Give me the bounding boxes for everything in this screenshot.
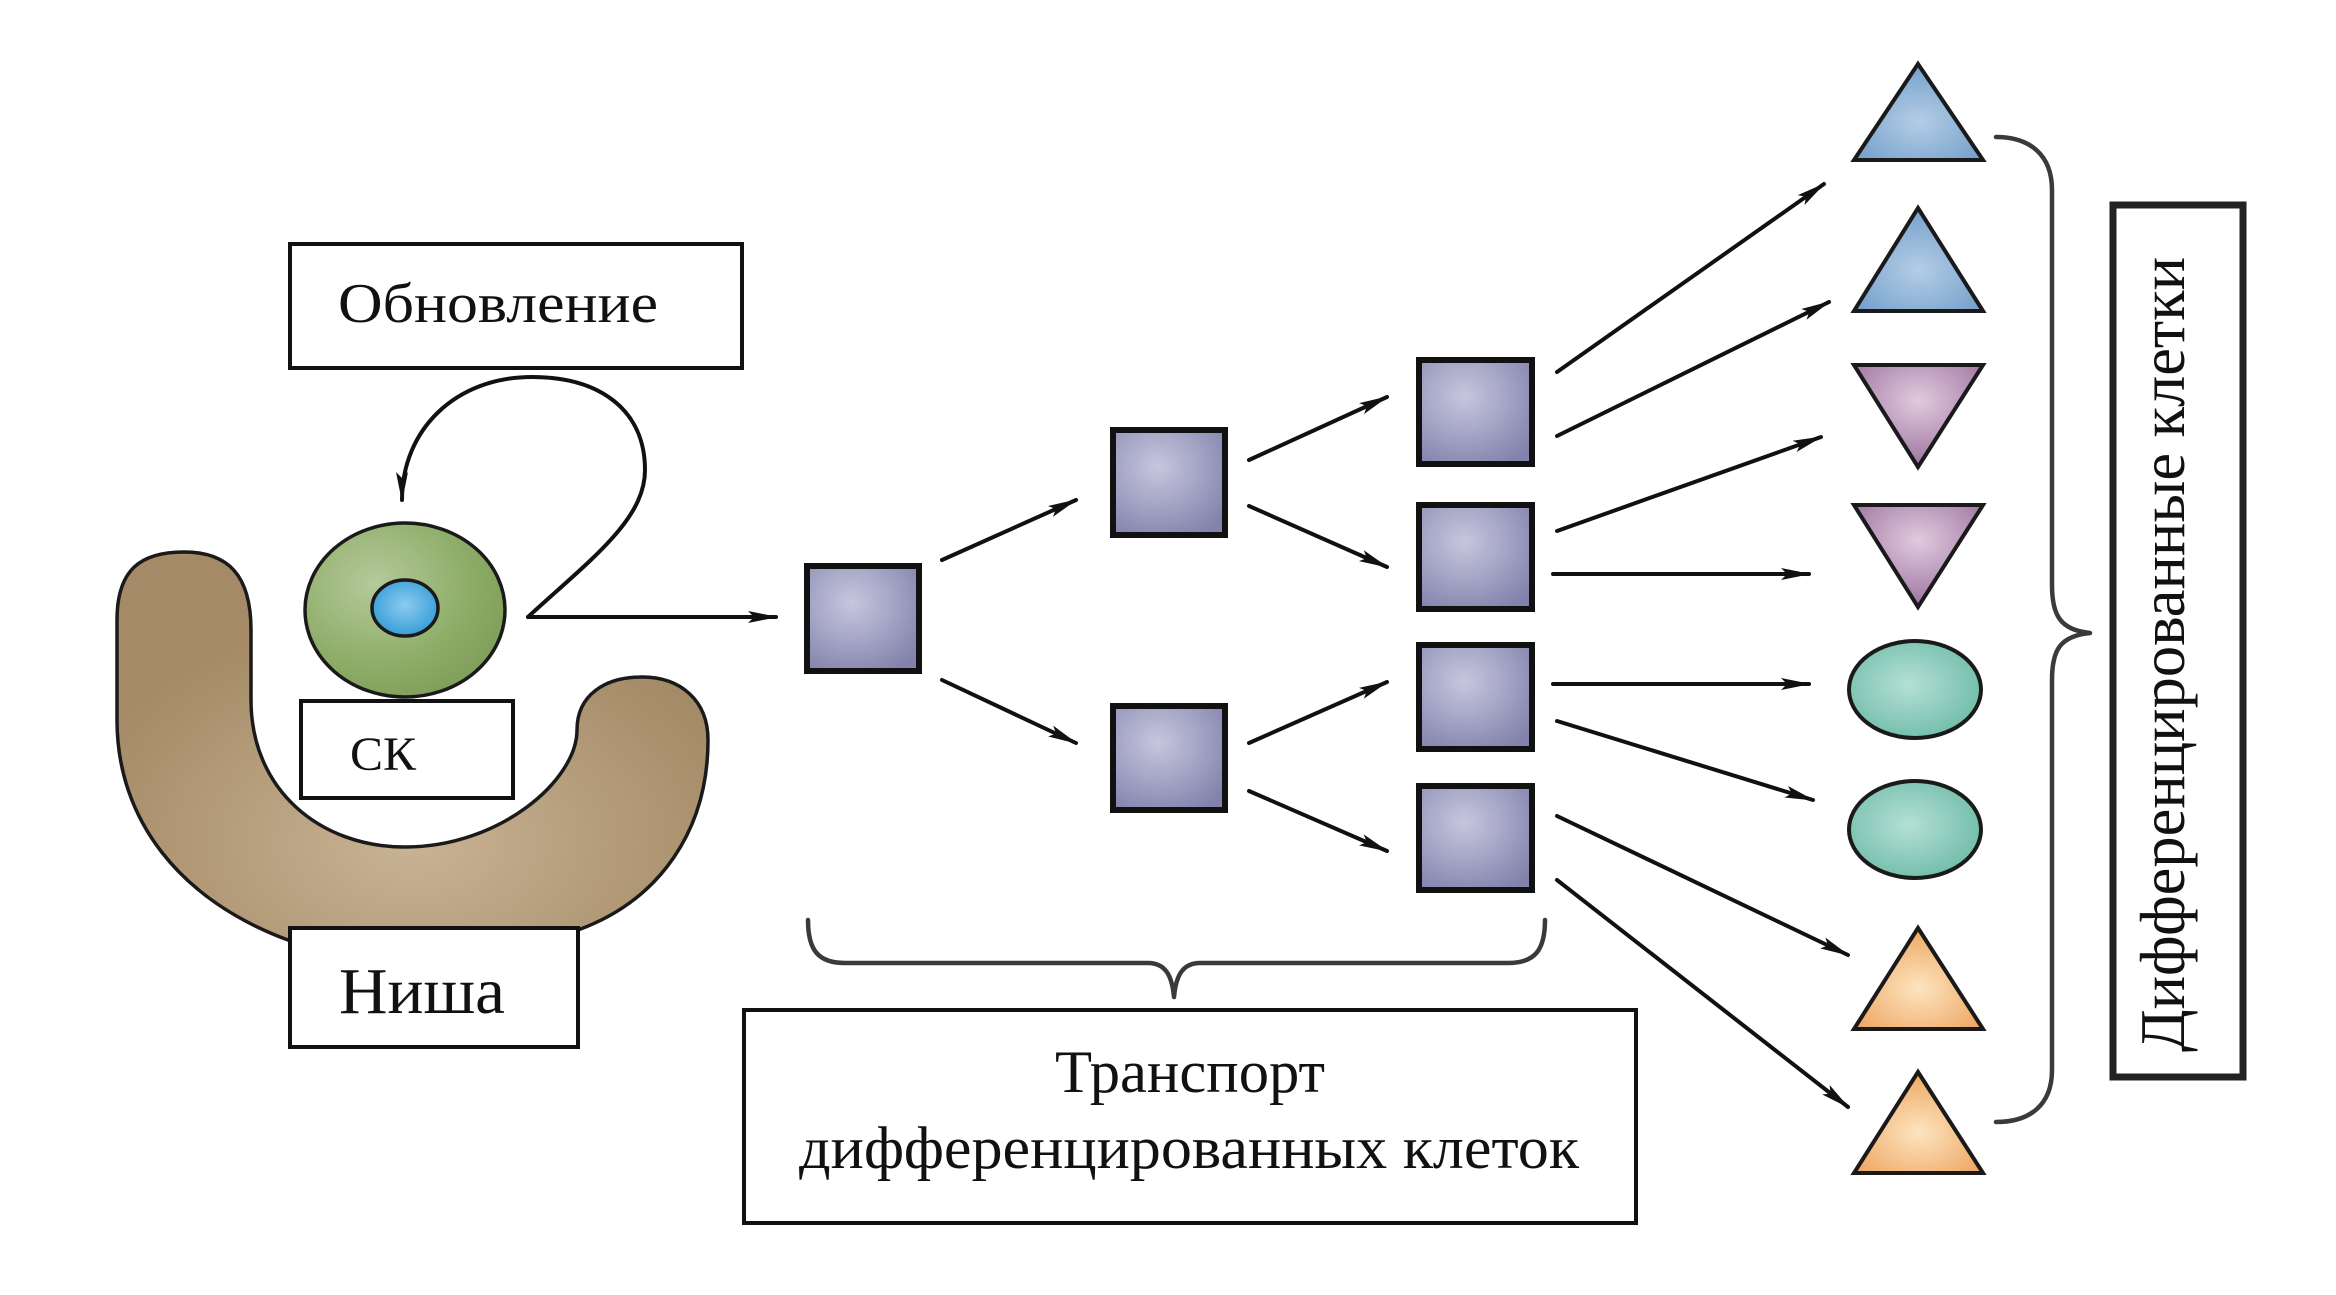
progenitor-arrows xyxy=(940,395,1389,853)
progenitor-cell xyxy=(1110,703,1228,813)
stem-cell-nucleus xyxy=(370,578,440,638)
stem-cell-label-box: СК xyxy=(299,699,515,800)
orange-triangle-up-cell xyxy=(1850,1068,1987,1175)
transport-label-line1: Транспорт xyxy=(1055,1039,1325,1105)
progenitor-cell xyxy=(804,563,922,674)
renewal-label-box: Обновление xyxy=(288,242,744,370)
progenitor-cell xyxy=(1416,502,1535,612)
progenitor-cells xyxy=(804,357,1535,893)
progenitor-arrow xyxy=(1247,789,1389,853)
teal-ellipse-cell xyxy=(1847,779,1983,880)
purple-triangle-down-cell xyxy=(1850,503,1987,611)
progenitor-cell xyxy=(1110,427,1228,538)
progenitor-arrow xyxy=(1247,680,1389,745)
progenitor-arrow xyxy=(940,678,1078,745)
differentiated-bracket xyxy=(1993,134,2093,1125)
transport-label-line2: дифференцированных клеток xyxy=(799,1115,1580,1181)
transport-bracket xyxy=(805,917,1548,1000)
differentiation-arrow xyxy=(1555,814,1850,957)
renewal-label: Обновление xyxy=(338,273,658,335)
stem-cell xyxy=(303,521,507,699)
blue-triangle-up-cell xyxy=(1850,60,1987,162)
stem-cell-label: СК xyxy=(350,728,417,781)
differentiation-arrow xyxy=(1555,878,1850,1109)
progenitor-arrow xyxy=(1247,395,1389,462)
differentiated-label: Дифференцированные клетки xyxy=(2127,257,2198,1052)
orange-triangle-up-cell xyxy=(1850,924,1987,1031)
niche-label-box: Ниша xyxy=(288,926,580,1049)
purple-triangle-down-cell xyxy=(1850,363,1987,471)
progenitor-arrow xyxy=(940,498,1078,562)
differentiated-label-box: Дифференцированные клетки xyxy=(2109,201,2247,1081)
differentiation-arrow xyxy=(1555,435,1823,533)
differentiation-arrow xyxy=(1555,182,1826,374)
renewal-loop-arrow xyxy=(396,374,648,619)
differentiated-cells xyxy=(1847,60,1987,1175)
differentiation-arrow xyxy=(1555,300,1831,438)
differentiation-arrow xyxy=(1555,719,1815,802)
progenitor-cell xyxy=(1416,357,1535,467)
progenitor-cell xyxy=(1416,783,1535,893)
niche-label: Ниша xyxy=(339,955,505,1028)
progenitor-arrow xyxy=(1247,504,1389,569)
progenitor-cell xyxy=(1416,642,1535,752)
teal-ellipse-cell xyxy=(1847,639,1983,740)
transport-label-box: Транспорт дифференцированных клеток xyxy=(742,1008,1638,1225)
differentiation-arrows xyxy=(1551,182,1850,1109)
blue-triangle-up-cell xyxy=(1850,204,1987,313)
